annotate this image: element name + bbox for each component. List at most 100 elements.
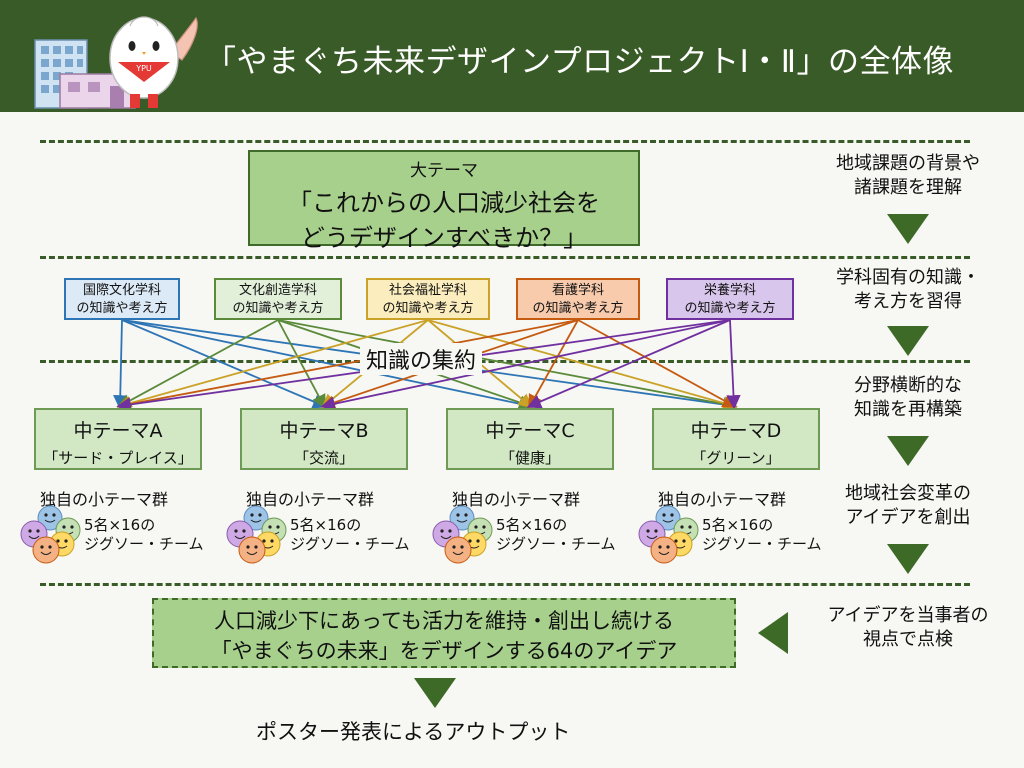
- left-arrow-icon: [758, 612, 788, 654]
- mascot-character: YPU: [109, 16, 198, 108]
- section-divider: [40, 583, 970, 586]
- middle-theme-name: 中テーマC: [485, 420, 575, 442]
- team-type: ジグソー・チーム: [496, 535, 616, 553]
- step-review: アイデアを当事者の 視点で点検: [808, 604, 1008, 652]
- middle-theme-subtitle: 「グリーン」: [691, 449, 781, 467]
- department-name: 看護学科: [551, 283, 604, 298]
- jigsaw-team-text: 5名×16の ジグソー・チーム: [290, 516, 410, 554]
- team-type: ジグソー・チーム: [702, 535, 822, 553]
- output-label: ポスター発表によるアウトプット: [256, 720, 571, 744]
- department-name: 栄養学科: [703, 283, 756, 298]
- team-size: 5名×16の: [496, 516, 568, 534]
- step-line: 地域社会変革の: [845, 483, 971, 504]
- flow-arrow: [320, 319, 731, 411]
- main-theme-box: 大テーマ 「これからの人口減少社会を どうデザインすべきか？」: [248, 150, 640, 252]
- step-acquire: 学科固有の知識・ 考え方を習得: [808, 266, 1008, 314]
- header-bar: YPU 「やまぐち未来デザインプロジェクトⅠ・Ⅱ」の全体像: [0, 0, 1024, 112]
- step-line: アイデアを創出: [845, 507, 971, 528]
- section-divider: [40, 360, 970, 363]
- down-arrow-icon: [887, 436, 929, 466]
- smiley-cluster-b: [226, 505, 287, 564]
- knowledge-aggregation-label: 知識の集約: [360, 343, 483, 375]
- department-subtitle: の知識や考え方: [532, 301, 624, 316]
- step-line: 分野横断的な: [854, 375, 962, 396]
- small-theme-group-label: 独自の小テーマ群: [40, 490, 169, 509]
- small-theme-group-label: 独自の小テーマ群: [452, 490, 581, 509]
- step-line: 地域課題の背景や: [836, 153, 980, 174]
- flow-arrow: [277, 319, 738, 412]
- flow-arrow: [427, 319, 738, 411]
- middle-theme-name: 中テーマD: [690, 420, 782, 442]
- department-name: 社会福祉学科: [388, 283, 467, 298]
- flow-arrow: [113, 319, 128, 410]
- ideas-line1: 人口減少下にあっても活力を維持・創出し続ける: [214, 609, 674, 633]
- department-box-nursing: 看護学科 の知識や考え方: [516, 278, 640, 320]
- page-title: 「やまぐち未来デザインプロジェクトⅠ・Ⅱ」の全体像: [205, 44, 954, 80]
- step-line: アイデアを当事者の: [827, 605, 989, 626]
- smiley-cluster-a: [20, 505, 81, 564]
- jigsaw-team-text: 5名×16の ジグソー・チーム: [702, 516, 822, 554]
- smiley-cluster-d: [638, 505, 699, 564]
- department-subtitle: の知識や考え方: [382, 301, 474, 316]
- jigsaw-team-text: 5名×16の ジグソー・チーム: [496, 516, 616, 554]
- down-arrow-icon: [887, 214, 929, 244]
- step-understand: 地域課題の背景や 諸課題を理解: [808, 152, 1008, 200]
- middle-theme-d: 中テーマD 「グリーン」: [652, 408, 820, 470]
- flow-arrow: [116, 319, 279, 408]
- step-line: 視点で点検: [863, 629, 953, 650]
- main-theme-line1: 「これからの人口減少社会を: [288, 189, 600, 217]
- down-arrow-icon: [414, 678, 456, 708]
- jigsaw-team-text: 5名×16の ジグソー・チーム: [84, 516, 204, 554]
- team-size: 5名×16の: [84, 516, 156, 534]
- down-arrow-icon: [887, 326, 929, 356]
- step-line: 諸課題を理解: [854, 177, 962, 198]
- department-box-intl-culture: 国際文化学科 の知識や考え方: [64, 278, 180, 320]
- flow-arrow: [277, 319, 326, 410]
- section-divider: [40, 140, 970, 143]
- section-divider: [40, 256, 970, 259]
- flow-arrow: [116, 319, 429, 411]
- department-box-social-welfare: 社会福祉学科 の知識や考え方: [366, 278, 490, 320]
- middle-theme-subtitle: 「サード・プレイス」: [43, 449, 193, 467]
- middle-theme-a: 中テーマA 「サード・プレイス」: [34, 408, 202, 470]
- step-create-ideas: 地域社会変革の アイデアを創出: [808, 482, 1008, 530]
- flow-arrow: [528, 319, 579, 410]
- flow-arrow: [121, 319, 534, 411]
- step-reconstruct: 分野横断的な 知識を再構築: [808, 374, 1008, 422]
- team-size: 5名×16の: [290, 516, 362, 534]
- department-box-culture-creation: 文化創造学科 の知識や考え方: [214, 278, 342, 320]
- down-arrow-icon: [887, 544, 929, 574]
- ideas-box: 人口減少下にあっても活力を維持・創出し続ける 「やまぐちの未来」をデザインする6…: [152, 598, 736, 668]
- main-theme-line2: どうデザインすべきか？」: [300, 224, 588, 252]
- department-box-nutrition: 栄養学科 の知識や考え方: [666, 278, 794, 320]
- flow-arrow: [577, 319, 738, 408]
- department-subtitle: の知識や考え方: [76, 301, 168, 316]
- team-type: ジグソー・チーム: [84, 535, 204, 553]
- flow-arrow: [116, 319, 579, 412]
- middle-theme-name: 中テーマB: [279, 420, 369, 442]
- small-theme-group-label: 独自の小テーマ群: [246, 490, 375, 509]
- team-type: ジグソー・チーム: [290, 535, 410, 553]
- step-line: 知識を再構築: [854, 399, 962, 420]
- step-line: 学科固有の知識・: [836, 267, 980, 288]
- department-name: 国際文化学科: [82, 283, 161, 298]
- team-size: 5名×16の: [702, 516, 774, 534]
- department-subtitle: の知識や考え方: [232, 301, 324, 316]
- mascot-badge-text: YPU: [135, 64, 152, 73]
- flow-arrow: [121, 319, 328, 409]
- smiley-cluster-c: [432, 505, 493, 564]
- department-name: 文化創造学科: [238, 283, 317, 298]
- small-theme-group-label: 独自の小テーマ群: [658, 490, 787, 509]
- middle-theme-c: 中テーマC 「健康」: [446, 408, 614, 470]
- middle-theme-b: 中テーマB 「交流」: [240, 408, 408, 470]
- middle-theme-name: 中テーマA: [73, 420, 163, 442]
- middle-theme-subtitle: 「健康」: [499, 449, 560, 467]
- ideas-line2: 「やまぐちの未来」をデザインする64のアイデア: [210, 639, 678, 663]
- middle-theme-subtitle: 「交流」: [293, 449, 354, 467]
- main-theme-label: 大テーマ: [410, 161, 478, 181]
- step-line: 考え方を習得: [854, 291, 962, 312]
- flow-arrow: [526, 319, 731, 409]
- department-subtitle: の知識や考え方: [684, 301, 776, 316]
- flow-arrow: [726, 319, 741, 410]
